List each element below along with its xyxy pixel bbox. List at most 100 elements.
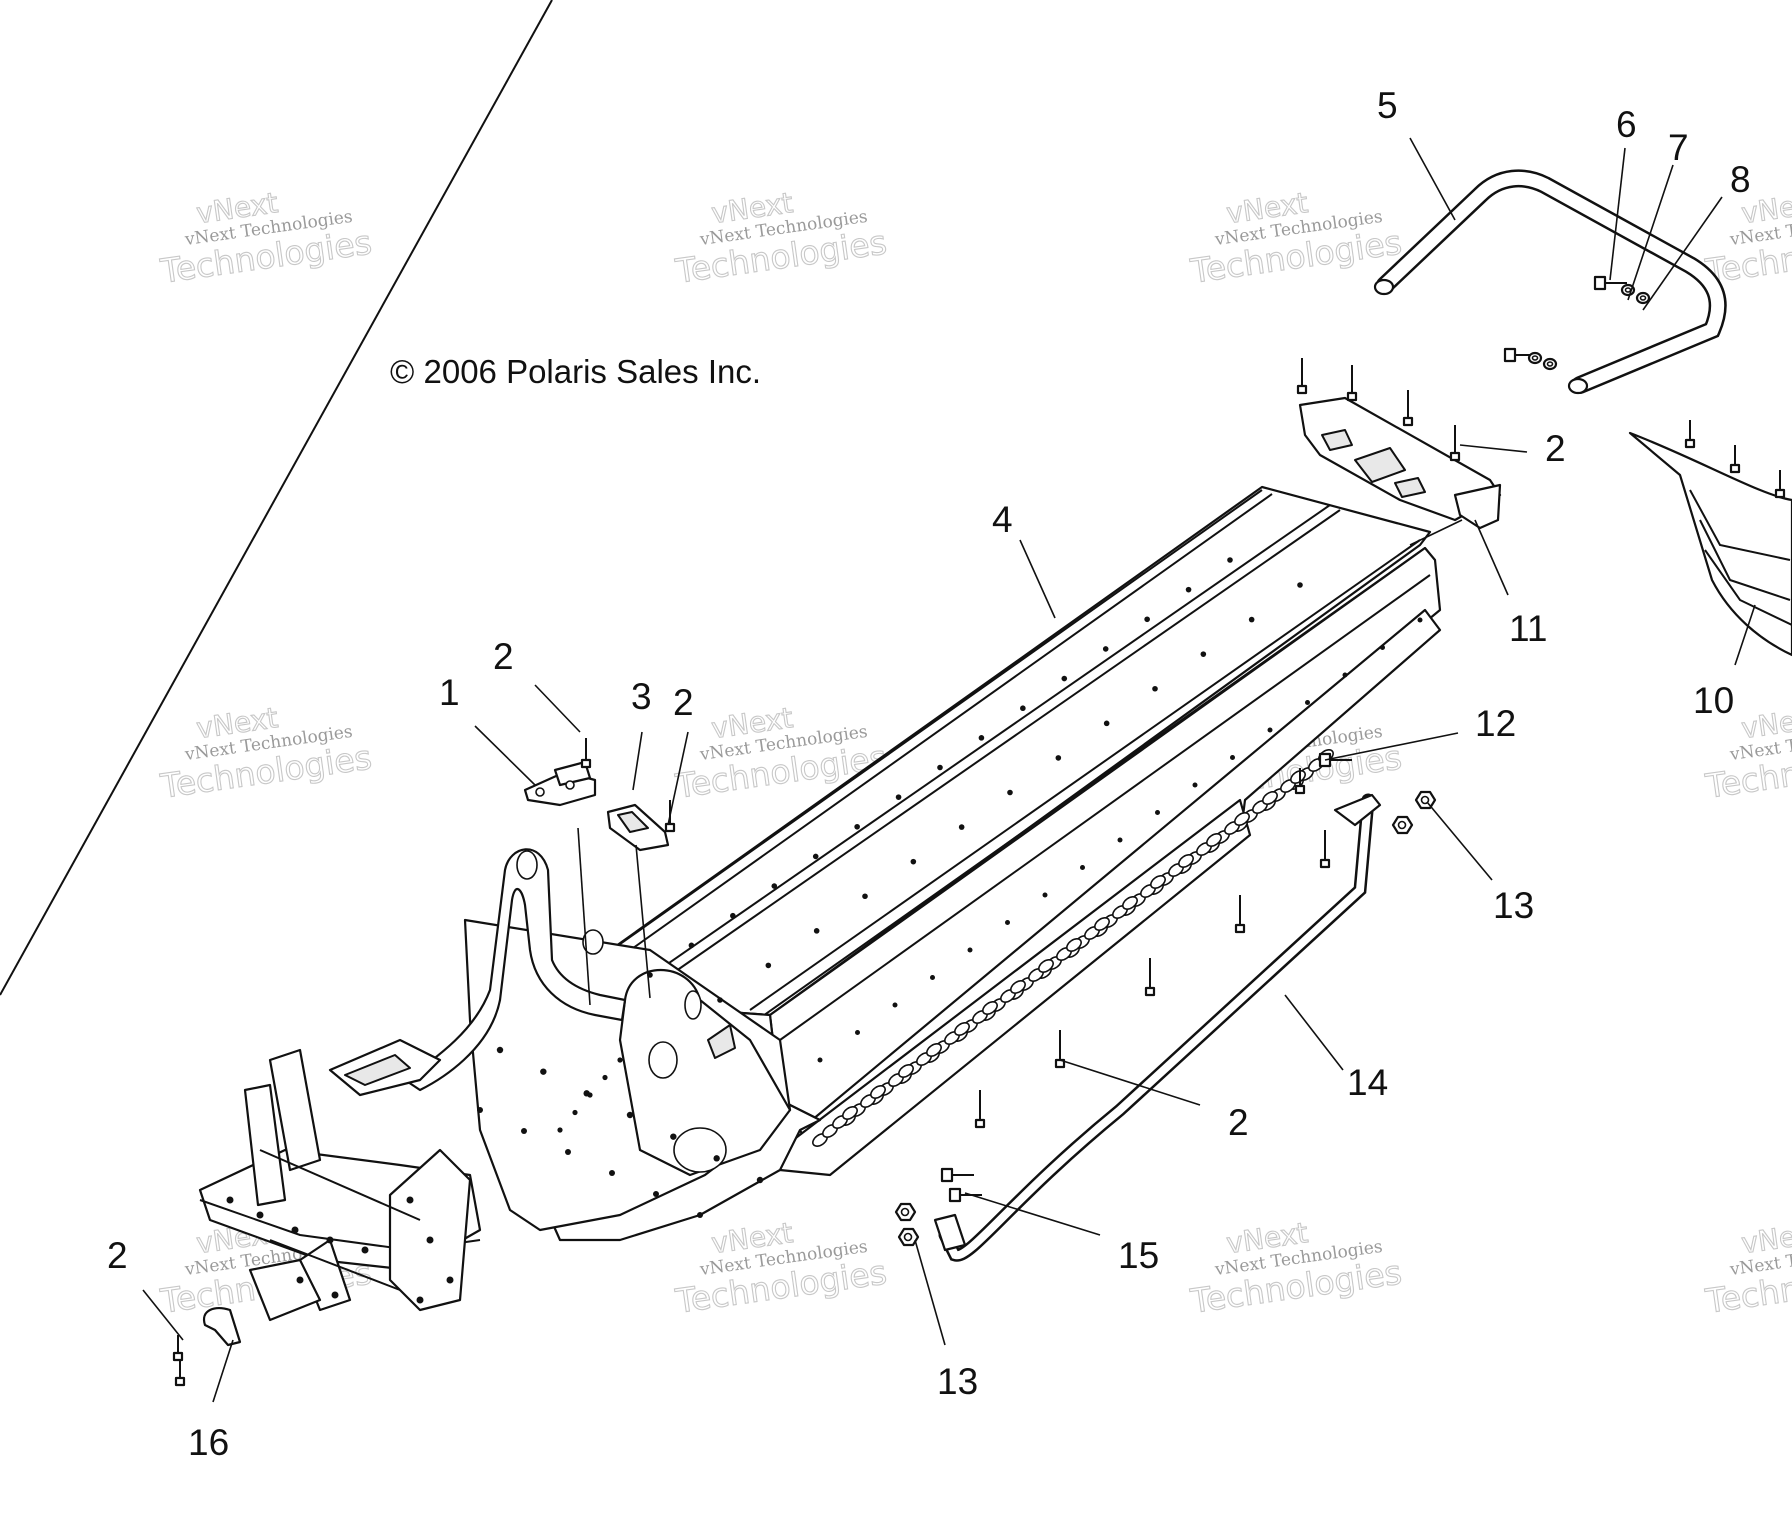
callout-8: 8: [1730, 159, 1751, 200]
rivet-dot: [653, 1191, 659, 1197]
rivet-dot: [1267, 727, 1273, 733]
perforation: [1038, 959, 1054, 973]
rivet-dot: [688, 942, 695, 949]
perforation: [1234, 812, 1250, 826]
rivet-dot: [862, 893, 868, 900]
callout-14: 14: [1347, 1062, 1388, 1103]
rivet-dot: [1305, 700, 1310, 705]
nut: [897, 1227, 920, 1247]
rivet-dot: [855, 1030, 860, 1035]
rivet-dot: [967, 947, 973, 953]
bolt: [1234, 895, 1246, 934]
bolt: [1144, 958, 1156, 997]
perforation: [1066, 938, 1082, 952]
callout-13b: 13: [937, 1361, 978, 1402]
callout-3: 3: [631, 676, 652, 717]
bolt: [1729, 445, 1741, 474]
rivet-dot: [930, 975, 935, 980]
frame-rivet: [291, 1226, 299, 1234]
rivet-dot: [756, 1176, 764, 1184]
rivet-dot: [496, 1046, 504, 1054]
frame-rivet: [226, 1196, 234, 1204]
bolt: [1346, 365, 1358, 402]
rivet-dot: [1055, 755, 1062, 761]
bolt-horizontal: [948, 1187, 982, 1203]
callout-2e: 2: [107, 1235, 128, 1276]
callout-2c: 2: [1545, 428, 1566, 469]
bolt: [174, 1360, 186, 1387]
bolt: [1774, 470, 1786, 499]
rivet-dot: [1185, 586, 1192, 593]
bolt-horizontal: [1593, 275, 1627, 291]
rivet-dot: [910, 858, 917, 865]
callout-2a: 2: [493, 636, 514, 677]
perforation: [1150, 875, 1166, 889]
washer: [1542, 357, 1558, 371]
nut: [1391, 815, 1414, 835]
rivet-dot: [813, 928, 820, 934]
rivet-dot: [817, 1057, 823, 1063]
rivet-dot: [717, 997, 723, 1003]
support-bar-part-14: [933, 793, 1382, 1262]
rivet-dot: [1080, 865, 1085, 870]
rivet-dot: [1152, 685, 1158, 692]
perforation: [1010, 980, 1026, 994]
callout-16: 16: [188, 1422, 229, 1463]
bolt: [1294, 768, 1306, 795]
callout-11: 11: [1509, 608, 1547, 649]
frame-rivet: [256, 1211, 264, 1219]
perforation: [954, 1022, 970, 1036]
rivet-dot: [557, 1127, 563, 1133]
rivet-dot: [771, 883, 778, 889]
rivet-dot: [1005, 920, 1010, 925]
bracket-part-16: [202, 1307, 242, 1347]
copyright-text: © 2006 Polaris Sales Inc.: [390, 353, 761, 390]
washer: [1635, 291, 1651, 305]
rivet-dot: [587, 1092, 593, 1098]
nut: [1414, 790, 1437, 810]
bolt: [1684, 420, 1696, 449]
rivet-dot: [1103, 720, 1110, 727]
frame-rivet: [326, 1236, 334, 1244]
perforation: [1262, 791, 1278, 805]
rivet-dot: [1061, 675, 1068, 682]
perforation: [1206, 833, 1222, 847]
rivet-dot: [1020, 705, 1026, 712]
frame-rivet: [296, 1276, 304, 1284]
bolt: [172, 1335, 184, 1362]
front-frame: [198, 848, 627, 1322]
rivet-dot: [1380, 645, 1385, 650]
callout-4: 4: [992, 499, 1013, 540]
snow-flap-part-10: [1628, 431, 1792, 657]
rivet-dot: [1102, 646, 1109, 652]
fasteners: [172, 275, 1786, 1387]
bolt: [1402, 390, 1414, 427]
callout-15: 15: [1118, 1235, 1159, 1276]
rear-grab-bar-part-5: [1373, 169, 1727, 395]
callout-7: 7: [1668, 127, 1689, 168]
callout-6: 6: [1616, 104, 1637, 145]
rivet-dot: [1155, 810, 1160, 815]
frame-rivet: [406, 1196, 414, 1204]
rear-bracket-part-11: [1298, 396, 1502, 530]
bracket-part-3: [606, 803, 670, 852]
rivet-dot: [1230, 755, 1235, 760]
rivet-dot: [1007, 789, 1013, 796]
callout-5: 5: [1377, 85, 1398, 126]
rivet-dot: [572, 1109, 578, 1116]
callout-10: 10: [1693, 680, 1734, 721]
frame-rivet: [361, 1246, 369, 1254]
rivet-dot: [892, 1002, 898, 1008]
callout-labels: 1 2 3 2 4 5 6 7 8 2 11 10 12 13 14 2 15 …: [107, 85, 1751, 1463]
rivet-dot: [1417, 617, 1423, 623]
rivet-dot: [1144, 616, 1150, 623]
washer: [1527, 351, 1543, 365]
bolt: [974, 1090, 986, 1129]
perforation: [1178, 854, 1194, 868]
rivet-dot: [937, 764, 943, 771]
perforation: [1122, 896, 1138, 910]
